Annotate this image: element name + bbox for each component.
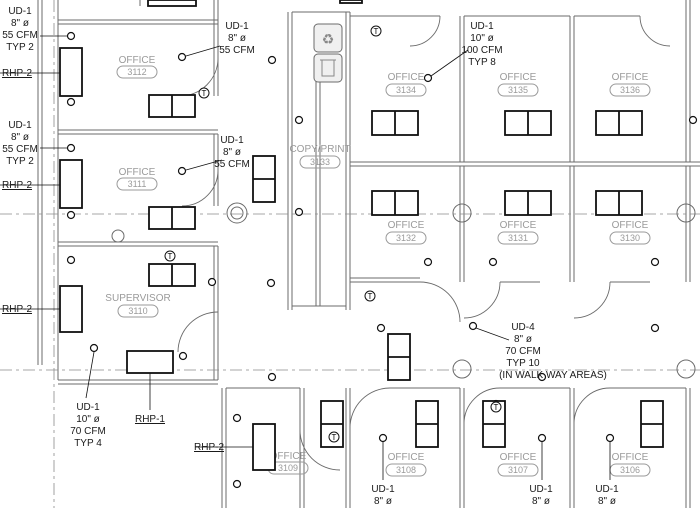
svg-text:OFFICE: OFFICE [388, 72, 425, 83]
svg-text:T: T [368, 292, 373, 301]
svg-text:3108: 3108 [396, 465, 416, 475]
room-tag-3112: OFFICE 3112 [116, 55, 158, 79]
svg-text:3130: 3130 [620, 233, 640, 243]
room-tags: OFFICE 3112 OFFICE 3111 SUPERVISOR 3110 … [105, 55, 651, 477]
rhp-label: RHP-2 [2, 304, 32, 315]
svg-text:OFFICE: OFFICE [388, 452, 425, 463]
svg-text:T: T [374, 27, 379, 36]
svg-text:3133: 3133 [310, 157, 330, 167]
ceiling-diffusers [66, 31, 698, 489]
svg-text:OFFICE: OFFICE [500, 72, 537, 83]
svg-text:OFFICE: OFFICE [612, 220, 649, 231]
room-tag-3136: OFFICE 3136 [609, 72, 651, 97]
svg-text:OFFICE: OFFICE [388, 220, 425, 231]
thermostat-icon: T [364, 290, 376, 302]
thermostat-icons: T T T T T T [164, 25, 502, 443]
svg-text:T: T [332, 433, 337, 442]
thermostat-icon: T [328, 431, 340, 443]
svg-text:3107: 3107 [508, 465, 528, 475]
thermostat-icon: T [198, 87, 210, 99]
room-tag-3131: OFFICE 3131 [497, 220, 539, 245]
svg-text:T: T [494, 403, 499, 412]
recycle-icon: ♻ [313, 23, 343, 53]
column-markers [111, 202, 696, 379]
trash-icon [313, 53, 343, 83]
rhp-label: RHP-1 [135, 414, 165, 425]
rhp-label: RHP-2 [2, 180, 32, 191]
svg-text:SUPERVISOR: SUPERVISOR [105, 293, 170, 304]
room-tag-3110: SUPERVISOR 3110 [105, 293, 171, 318]
svg-text:3134: 3134 [396, 85, 416, 95]
svg-text:3109: 3109 [278, 463, 298, 473]
room-tag-3133: COPY/PRINT 3133 [289, 144, 351, 169]
room-tag-3106: OFFICE 3106 [609, 452, 651, 477]
thermostat-icon: T [490, 401, 502, 413]
room-tag-3134: OFFICE 3134 [385, 72, 427, 97]
room-tag-3135: OFFICE 3135 [497, 72, 539, 97]
svg-text:3135: 3135 [508, 85, 528, 95]
svg-text:3132: 3132 [396, 233, 416, 243]
thermostat-icon: T [370, 25, 382, 37]
light-fixtures [147, 0, 664, 448]
svg-text:3112: 3112 [127, 67, 146, 77]
svg-text:3131: 3131 [508, 233, 528, 243]
room-tag-3132: OFFICE 3132 [385, 220, 427, 245]
svg-text:3111: 3111 [128, 179, 147, 189]
svg-text:OFFICE: OFFICE [612, 452, 649, 463]
rhp-labels: RHP-2 RHP-2 RHP-2 RHP-1 RHP-2 [2, 68, 224, 453]
room-tag-3111: OFFICE 3111 [116, 167, 158, 191]
svg-text:♻: ♻ [322, 31, 335, 47]
svg-text:T: T [202, 89, 207, 98]
svg-text:OFFICE: OFFICE [500, 220, 537, 231]
svg-text:T: T [168, 252, 173, 261]
svg-text:OFFICE: OFFICE [119, 167, 156, 178]
svg-text:OFFICE: OFFICE [270, 451, 307, 462]
thermostat-icon: T [164, 250, 176, 262]
radiant-panels [59, 47, 276, 471]
rhp-label: RHP-2 [194, 442, 224, 453]
room-tag-3130: OFFICE 3130 [609, 220, 651, 245]
leader-lines [0, 35, 611, 480]
svg-text:OFFICE: OFFICE [119, 55, 156, 66]
svg-text:COPY/PRINT: COPY/PRINT [289, 144, 350, 155]
room-tag-3108: OFFICE 3108 [385, 452, 427, 477]
svg-text:OFFICE: OFFICE [612, 72, 649, 83]
svg-text:3136: 3136 [620, 85, 640, 95]
room-tag-3107: OFFICE 3107 [497, 452, 539, 477]
svg-text:OFFICE: OFFICE [500, 452, 537, 463]
svg-text:3106: 3106 [620, 465, 640, 475]
rhp-label: RHP-2 [2, 68, 32, 79]
svg-text:3110: 3110 [128, 306, 147, 316]
